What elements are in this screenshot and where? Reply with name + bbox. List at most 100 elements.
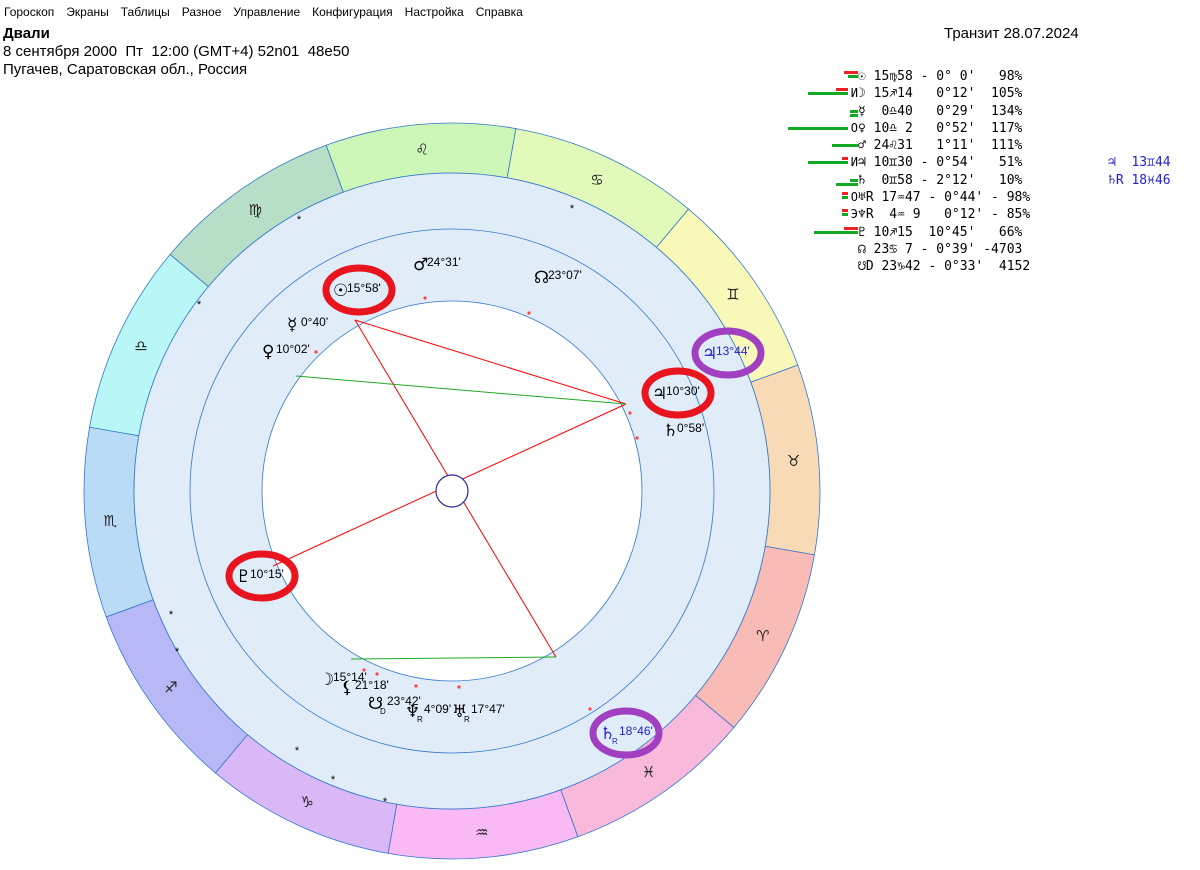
planet-tick [423,296,427,300]
mercury-glyph-icon: ☿ [287,315,297,335]
menu-control[interactable]: Управление [233,5,301,19]
planet-tick [527,311,531,315]
menu-misc[interactable]: Разное [181,5,222,19]
chart-planet-lilith[interactable]: ⚸21°18' [341,678,389,698]
chart-planet-uranus[interactable]: ♅R17°47' [452,702,505,724]
neptune-glyph-icon: ♆ [405,702,420,722]
band-marker: * [297,214,302,226]
menu-configuration[interactable]: Конфигурация [312,5,393,19]
menu-horoscope[interactable]: Гороскоп [4,5,55,19]
planet-tick [314,350,318,354]
planet-row-text: ☽ 15♐14 0°12' 105% [858,86,1023,102]
zodiac-glyph-aquarius: ♒ [475,824,488,842]
planet-row-text: ♆R 4♒ 9 0°12' - 85% [858,207,1031,223]
t-saturn-highlight-ring [589,707,663,759]
sun-glyph-icon: ☉ [333,281,348,301]
uranus-glyph-icon: ♅ [452,702,467,722]
transit-position: ♄R 18♓46 [1108,172,1171,188]
band-marker: * [295,745,300,757]
chart-planet-t-jupiter[interactable]: ♃13°44' [691,327,765,379]
strength-bars [794,175,858,187]
jupiter-glyph-icon: ♃ [652,384,667,404]
strength-bars [794,261,858,273]
jupiter-degree-label: 10°30' [666,384,700,398]
transit-date: Транзит 28.07.2024 [944,25,1079,42]
strength-bar [850,113,858,117]
t-saturn-degree-label: 18°46' [619,724,653,738]
row-mark: О [850,120,858,135]
zodiac-glyph-taurus: ♉ [787,452,800,470]
strength-bars [794,244,858,256]
strength-bar [814,230,858,234]
chart-planet-sun[interactable]: ☉15°58' [322,264,396,316]
birth-place: Пугачев, Саратовская обл., Россия [3,61,248,78]
zodiac-glyph-capricorn: ♑ [300,793,313,811]
venus-degree-label: 10°02' [276,342,310,356]
row-mark: И [850,86,858,101]
zodiac-glyph-sagittarius: ♐ [164,679,177,697]
jupiter-highlight-ring [641,367,715,419]
band-marker: * [169,609,174,621]
menu-settings[interactable]: Настройка [404,5,464,19]
strength-bar [844,226,858,230]
strength-bars: О [794,190,858,205]
planet-row-text: ♄ 0♊58 - 2°12' 10% [858,172,1023,188]
planet-row-text: ♀ 10♎ 2 0°52' 117% [858,120,1023,136]
chart-planet-jupiter[interactable]: ♃10°30' [641,367,715,419]
band-marker: * [570,203,575,215]
strength-bar [842,192,848,196]
moon-degree-label: 15°14' [333,670,367,684]
band-marker: * [175,646,180,658]
birth-datetime: 8 сентября 2000 Пт 12:00 (GMT+4) 52n01 4… [3,43,350,60]
chart-planet-moon[interactable]: ☽15°14' [319,670,367,690]
chart-planet-saturn[interactable]: ♄0°58' [663,421,704,441]
planet-tick [635,436,639,440]
strength-bar [848,75,858,78]
uranus-sub-label: R [464,715,470,724]
strength-bar [844,71,858,74]
center-hub [435,474,469,508]
chart-planet-neptune[interactable]: ♆R4°09' [405,702,451,724]
strength-bar [808,161,848,165]
chart-planet-mercury[interactable]: ☿0°40' [287,315,328,335]
uranus-degree-label: 17°47' [471,702,505,716]
zodiac-glyph-cancer: ♋ [590,171,603,189]
band-marker: * [383,796,388,808]
menu-tables[interactable]: Таблицы [120,5,170,19]
menu-help[interactable]: Справка [475,5,523,19]
chart-planet-mars[interactable]: ♂24°31' [413,255,461,275]
strength-bars [794,226,858,239]
row-mark: И [850,155,858,170]
chart-planet-node[interactable]: ☊23°07' [534,268,582,288]
planet-row-text: ♅R 17♒47 - 0°44' - 98% [858,190,1031,206]
planet-tick [375,672,379,676]
pluto-highlight-ring [225,550,299,602]
strength-bar [850,109,858,113]
band-marker: * [331,774,336,786]
strength-bar [850,178,858,182]
zodiac-glyph-leo: ♌ [415,140,428,158]
planet-row-text: ☊ 23♋ 7 - 0°39' -4703 [858,241,1023,257]
chart-planet-pluto[interactable]: ♇10°15' [225,550,299,602]
lilith-glyph-icon: ⚸ [341,678,353,698]
strength-bars [794,106,858,118]
row-mark: О [850,190,858,205]
t-jupiter-glyph-icon: ♃ [702,344,717,364]
t-jupiter-degree-label: 13°44' [716,344,750,358]
chart-planet-southnode[interactable]: ☋D23°42' [368,694,421,716]
transit-position: ♃ 13♊44 [1108,155,1171,171]
chart-planet-venus[interactable]: ♀10°02' [262,342,310,362]
chart-planet-t-saturn[interactable]: ♄R18°46' [589,707,663,759]
menu-screens[interactable]: Экраны [66,5,109,19]
moon-glyph-icon: ☽ [319,670,334,690]
zodiac-glyph-gemini: ♊ [726,285,739,303]
zodiac-glyph-libra: ♎ [134,337,147,355]
planet-row-text: ☿ 0♎40 0°29' 134% [858,103,1023,119]
planet-row-text: ♇ 10♐15 10°45' 66% [858,224,1023,240]
neptune-degree-label: 4°09' [424,702,451,716]
t-saturn-glyph-icon: ♄ [600,724,615,744]
southnode-degree-label: 23°42' [387,694,421,708]
planet-row-text: ☉ 15♍58 - 0° 0' 98% [858,69,1023,84]
strength-bar [836,88,848,92]
